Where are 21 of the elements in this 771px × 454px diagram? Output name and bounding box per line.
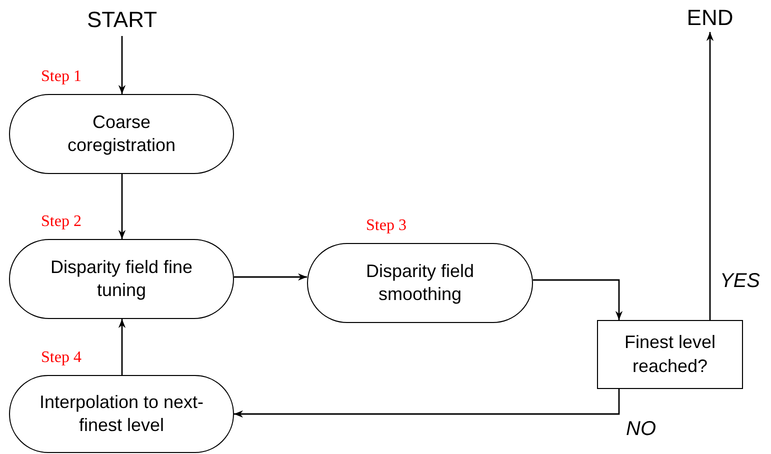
node-text: Disparity field fine tuning	[49, 256, 194, 302]
node-text: Disparity field smoothing	[364, 260, 476, 306]
node-text: Finest level reached?	[623, 331, 717, 378]
step-label: Step 4	[41, 349, 82, 367]
node-text: Interpolation to next-finest level	[38, 390, 205, 437]
arrow	[706, 32, 714, 320]
arrow	[118, 319, 126, 375]
node-text: END	[686, 4, 734, 32]
step-label: Step 1	[41, 68, 82, 86]
arrow	[118, 36, 126, 94]
edge-label: NO	[626, 418, 656, 441]
step-label: Step 3	[366, 217, 406, 235]
node-text: START	[86, 6, 158, 34]
arrow	[234, 389, 620, 418]
arrow	[234, 273, 307, 281]
arrow	[118, 174, 126, 239]
edge-label: YES	[720, 270, 760, 293]
step-label: Step 2	[41, 213, 82, 231]
node-text: Coarse coregistration	[66, 110, 177, 157]
arrow	[533, 279, 623, 320]
decision-box	[597, 320, 743, 389]
